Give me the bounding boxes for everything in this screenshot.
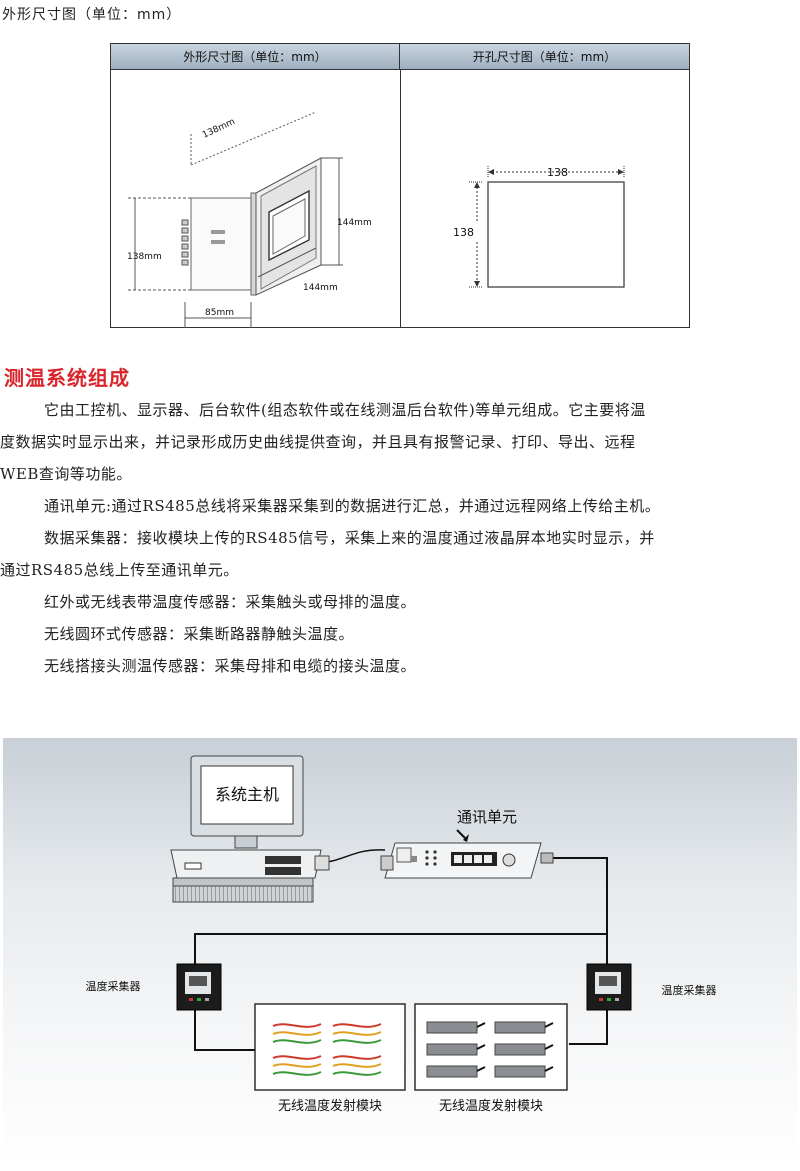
outline-dimension-header: 外形尺寸图（单位：mm） <box>111 44 400 70</box>
paragraph-joint-sensor: 无线搭接头测温传感器：采集母排和电缆的接头温度。 <box>44 657 417 675</box>
module-right-label: 无线温度发射模块 <box>439 1098 543 1114</box>
cutout-width-label: 138 <box>547 166 568 179</box>
dimension-drawings: 138mm 144mm 138mm 144mm 85mm 100mm 138 1… <box>127 111 625 328</box>
height-left-label: 138mm <box>127 252 162 262</box>
system-diagram-svg: 系统主机 <box>86 755 717 1114</box>
paragraph-intro-line2: 度数据实时显示出来，并记录形成历史曲线提供查询，并且具有报警记录、打印、导出、远… <box>0 433 636 451</box>
width-bottom-label: 144mm <box>303 283 338 293</box>
module-left-label: 无线温度发射模块 <box>278 1098 382 1114</box>
comm-unit <box>380 829 554 879</box>
paragraph-intro-line1: 它由工控机、显示器、后台软件(组态软件或在线测温后台软件)等单元组成。它主要将温 <box>44 401 646 419</box>
collector-left-label: 温度采集器 <box>86 979 141 993</box>
comm-unit-label: 通讯单元 <box>457 808 517 826</box>
paragraph-collector-line2: 通过RS485总线上传至通讯单元。 <box>0 561 239 579</box>
cutout-height-label: 138 <box>453 226 474 239</box>
outline-drawing <box>128 111 343 328</box>
collector-right-label: 温度采集器 <box>662 983 717 997</box>
paragraph-infrared-sensor: 红外或无线表带温度传感器：采集触头或母排的温度。 <box>44 593 417 611</box>
paragraph-collector-line1: 数据采集器：接收模块上传的RS485信号，采集上来的温度通过液晶屏本地实时显示，… <box>44 529 655 547</box>
module-box-left <box>254 1003 406 1091</box>
collector-right <box>586 963 632 1011</box>
bus-wiring <box>194 849 608 1051</box>
section-title: 测温系统组成 <box>4 366 130 390</box>
body-depth-label: 85mm <box>205 308 234 318</box>
paragraph-comm-unit: 通讯单元:通过RS485总线将采集器采集到的数据进行汇总，并通过远程网络上传给主… <box>44 497 661 515</box>
table-divider <box>400 70 401 328</box>
host-label: 系统主机 <box>215 785 279 804</box>
depth-label: 138mm <box>201 117 237 141</box>
system-diagram: 系统主机 <box>3 738 797 1168</box>
module-box-right <box>414 1003 568 1091</box>
page-title: 外形尺寸图（单位：mm） <box>2 7 182 23</box>
paragraph-ring-sensor: 无线圆环式传感器：采集断路器静触头温度。 <box>44 625 355 643</box>
cutout-drawing <box>469 166 625 288</box>
height-right-label: 144mm <box>337 218 372 228</box>
dimension-table-header: 外形尺寸图（单位：mm） 开孔尺寸图（单位：mm） <box>111 44 689 70</box>
dimension-table: 外形尺寸图（单位：mm） 开孔尺寸图（单位：mm） <box>110 43 690 328</box>
host-monitor <box>190 755 304 849</box>
cutout-dimension-header: 开孔尺寸图（单位：mm） <box>472 50 617 64</box>
paragraph-intro-line3: WEB查询等功能。 <box>0 465 132 483</box>
collector-left <box>176 963 222 1011</box>
host-case <box>170 849 330 903</box>
